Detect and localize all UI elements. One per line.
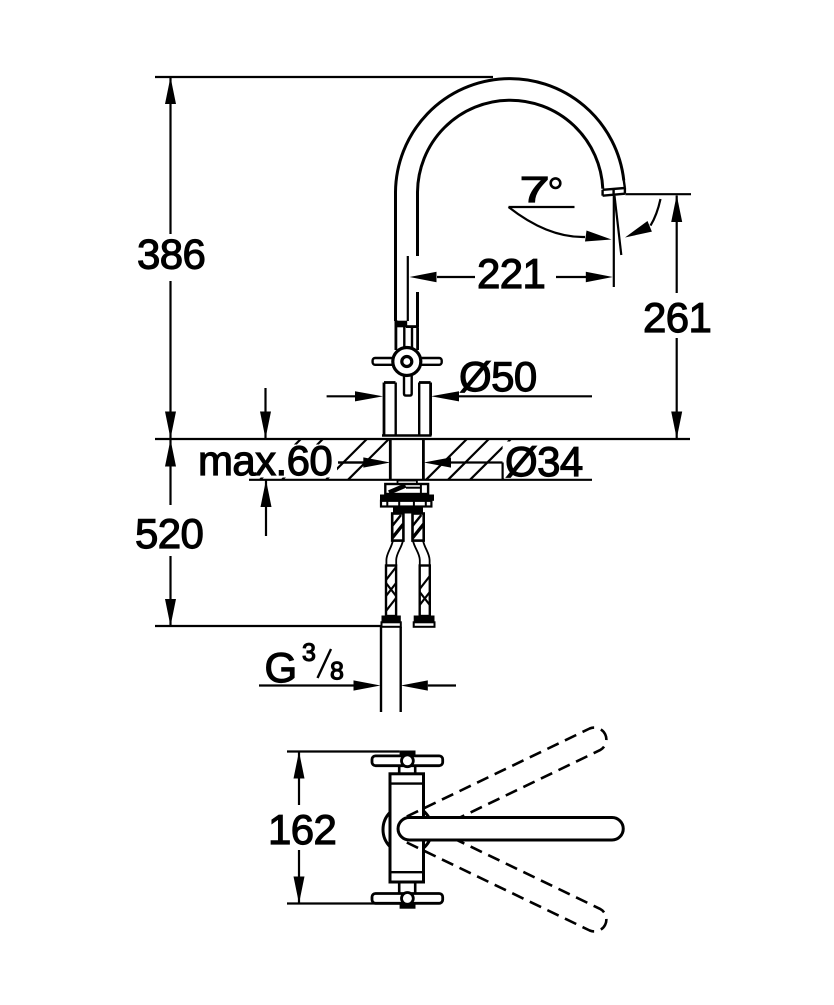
svg-text:221: 221 xyxy=(477,250,545,297)
svg-text:520: 520 xyxy=(135,510,203,557)
svg-text:7: 7 xyxy=(520,169,550,210)
svg-text:Ø34: Ø34 xyxy=(505,438,583,485)
svg-text:162: 162 xyxy=(268,806,336,853)
svg-text:G: G xyxy=(265,644,298,691)
svg-text:386: 386 xyxy=(137,231,205,278)
svg-text:Ø50: Ø50 xyxy=(459,353,537,400)
svg-text:max.60: max.60 xyxy=(198,437,332,484)
svg-text:261: 261 xyxy=(643,294,711,341)
svg-text:8: 8 xyxy=(330,658,344,686)
svg-text:3: 3 xyxy=(302,639,316,667)
